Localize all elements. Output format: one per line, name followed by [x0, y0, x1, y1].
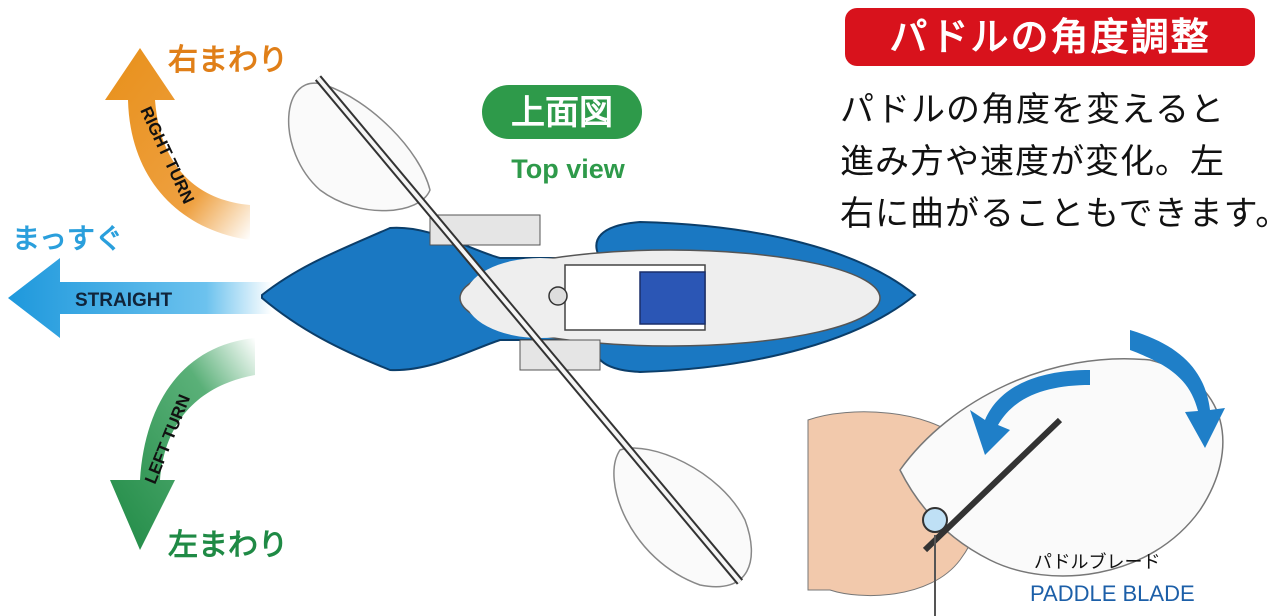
description-line: パドルの角度を変えると	[840, 90, 1225, 130]
top-view-badge-text: 上面図	[511, 93, 613, 133]
top-view-badge: 上面図	[482, 85, 642, 139]
paddle-blade-jp-label: パドルブレード	[1034, 551, 1161, 573]
description-line: 右に曲がることもできます。	[840, 194, 1280, 234]
paddle-shaft	[314, 75, 744, 585]
straight-jp-label: まっすぐ	[12, 222, 123, 255]
description-line: 進み方や速度が変化。左	[840, 142, 1225, 182]
boat-hull	[261, 214, 917, 374]
rotate-arrow-left-icon	[970, 370, 1090, 455]
top-view-label: Top view	[511, 154, 626, 184]
paddle-angle-title: パドルの角度調整	[845, 8, 1255, 66]
right-turn-jp-label: 右まわり	[168, 43, 288, 78]
upper-paddle-blade	[288, 82, 431, 212]
rotate-arrow-right-icon	[1130, 330, 1225, 448]
straight-en-label: STRAIGHT	[75, 290, 173, 311]
left-turn-arrow: LEFT TURN	[110, 338, 255, 550]
paddle-blade-en-label: PADDLE BLADE	[1030, 581, 1195, 606]
straight-arrow: STRAIGHT	[8, 258, 272, 338]
left-turn-jp-label: 左まわり	[168, 528, 288, 563]
paddle-blade-inset	[807, 330, 1225, 616]
paddle-angle-description: パドルの角度を変えると 進み方や速度が変化。左 右に曲がることもできます。	[840, 84, 1280, 240]
